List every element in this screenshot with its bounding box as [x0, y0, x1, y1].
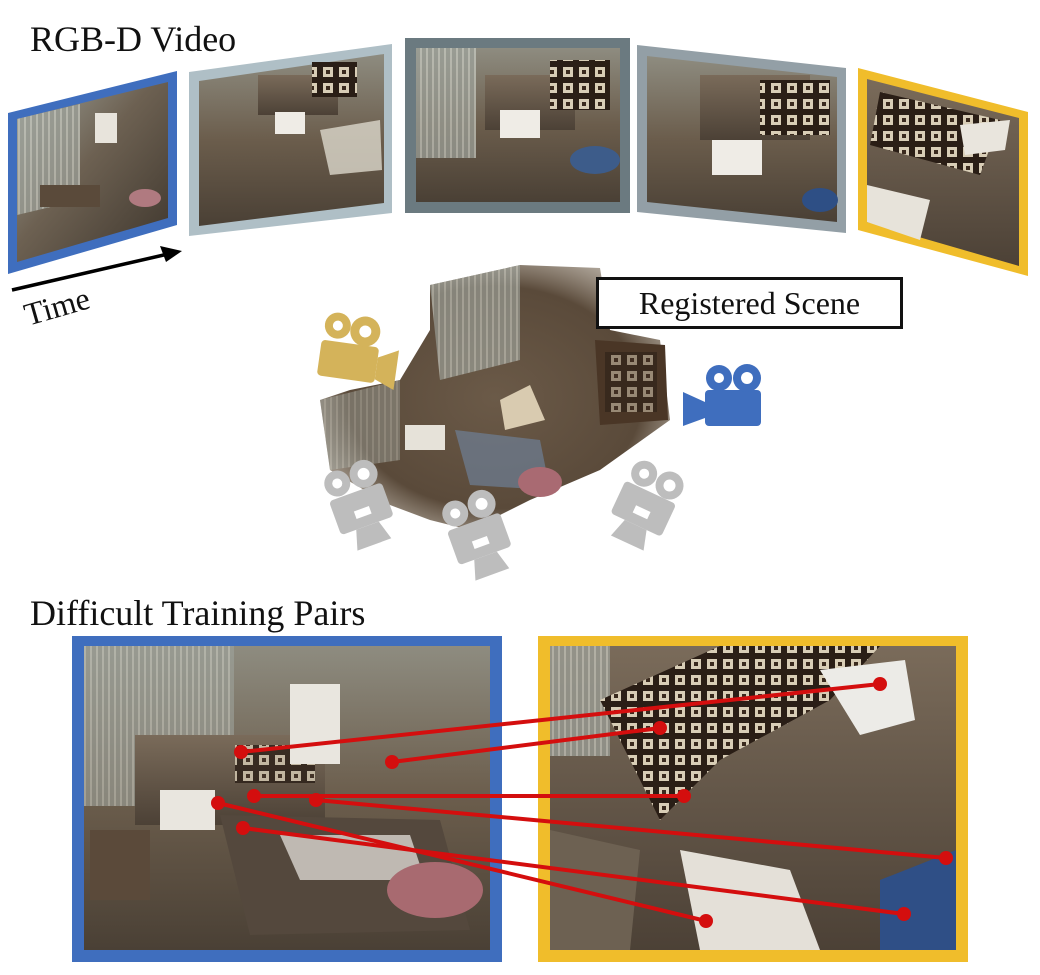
- camera-gray-icon-1: [324, 459, 393, 551]
- correspondence-line: [217, 801, 707, 923]
- pairs-title: Difficult Training Pairs: [30, 593, 366, 633]
- pair-image-left: [72, 636, 502, 962]
- correspondence-point: [385, 755, 399, 769]
- frame-5: [858, 68, 1028, 276]
- correspondence-point: [236, 821, 250, 835]
- correspondence-point: [677, 789, 691, 803]
- correspondence-line: [242, 826, 905, 916]
- correspondence-point: [234, 745, 248, 759]
- frame-1: [8, 71, 177, 274]
- correspondence-line: [240, 682, 881, 754]
- correspondence-lines: [211, 677, 953, 928]
- registered-scene-label: Registered Scene: [596, 277, 903, 329]
- registered-scene-cloud: [320, 265, 670, 530]
- time-arrow: [11, 246, 182, 292]
- camera-gray-icon-2: [442, 489, 511, 581]
- correspondence-point: [653, 721, 667, 735]
- correspondence-point: [247, 789, 261, 803]
- frame-3: [405, 38, 630, 213]
- correspondence-point: [211, 796, 225, 810]
- camera-gold-icon: [317, 312, 400, 390]
- video-title: RGB-D Video: [30, 19, 237, 59]
- correspondence-point: [309, 793, 323, 807]
- camera-gray-icon-3: [610, 460, 684, 551]
- frame-2: [189, 44, 392, 236]
- correspondence-point: [699, 914, 713, 928]
- correspondence-point: [873, 677, 887, 691]
- correspondence-point: [939, 851, 953, 865]
- correspondence-line: [391, 726, 661, 764]
- correspondence-point: [897, 907, 911, 921]
- camera-blue-icon: [683, 364, 761, 426]
- correspondence-line: [315, 798, 947, 860]
- frame-4: [637, 45, 846, 233]
